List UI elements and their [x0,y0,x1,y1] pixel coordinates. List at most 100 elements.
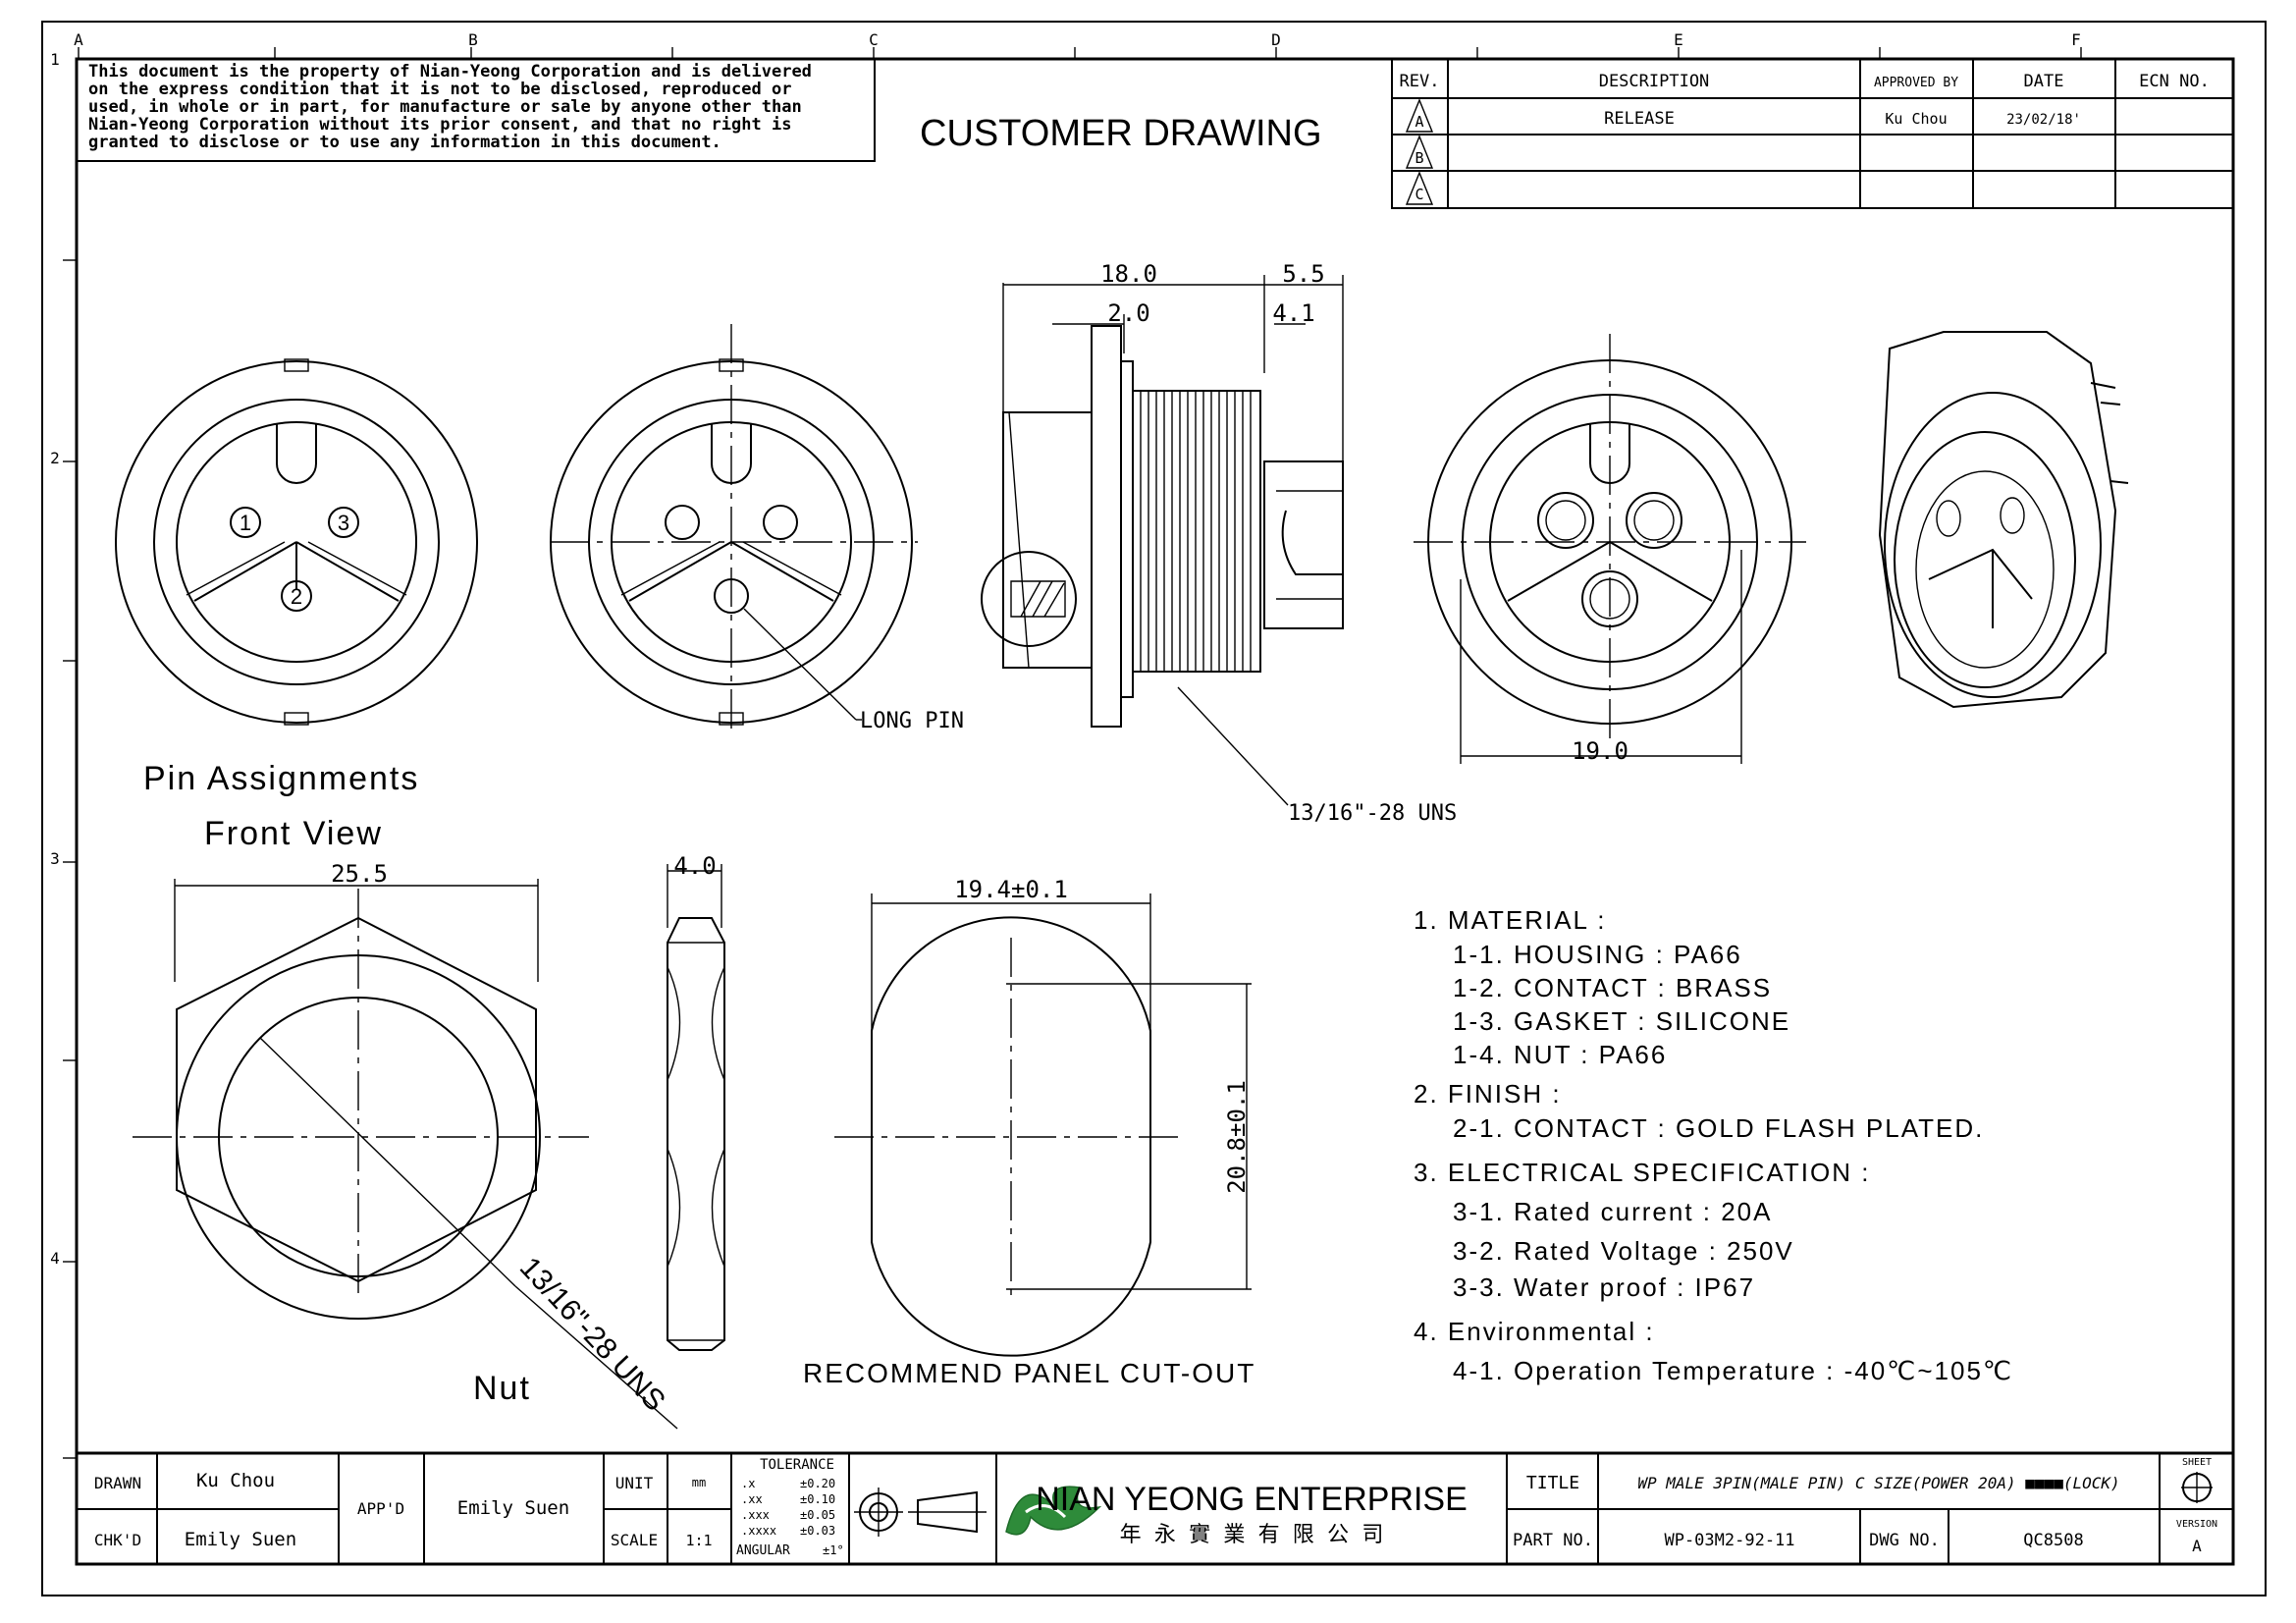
side-view [981,275,1344,806]
note-line: 4. Environmental : [1414,1317,1655,1346]
note-line: 3-3. Water proof : IP67 [1453,1272,1755,1302]
row-number-2: 2 [50,449,60,467]
revision-table: REV. DESCRIPTION APPROVED BY DATE ECN NO… [1391,58,2234,209]
isometric-view [1878,331,2129,709]
rev-header-description: DESCRIPTION [1599,72,1710,91]
side-overall-dim: 18.0 [1100,260,1157,288]
panel-cutout-view [834,893,1252,1357]
appd-value: Emily Suen [457,1497,569,1519]
inner-frame [75,57,2235,1566]
col-letter-e: E [1674,30,1683,49]
pin-1-label: 1 [240,511,251,535]
note-line: 2-1. CONTACT : GOLD FLASH PLATED. [1453,1113,1984,1143]
rev-a-date: 23/02/18' [2006,112,2081,128]
nut-title: Nut [473,1370,531,1407]
disclaimer-line: on the express condition that it is not … [88,80,791,99]
note-line: 1. MATERIAL : [1414,905,1607,935]
side-tip-dim-b: 4.1 [1272,299,1314,327]
rev-b-label: B [1415,149,1423,167]
side-thread-label: 13/16"-28 UNS [1288,801,1457,826]
side-flange-dim: 2.0 [1107,299,1149,327]
unit-label: UNIT [615,1474,654,1492]
cutout-title: RECOMMEND PANEL CUT-OUT [803,1358,1255,1388]
cutout-height-dim: 20.8±0.1 [1223,1080,1251,1194]
part-label: PART NO. [1513,1531,1593,1550]
rev-a-approved: Ku Chou [1885,110,1947,128]
tolerance-value: ±0.05 [800,1508,835,1522]
scale-label: SCALE [611,1531,658,1549]
rear-view-dim: 19.0 [1572,737,1629,765]
disclaimer-box: This document is the property of Nian-Ye… [76,58,876,162]
long-pin-label: LONG PIN [860,709,964,733]
tolerance-value: ±1° [823,1543,844,1557]
rev-a-description: RELEASE [1604,109,1675,129]
row-markers: 1 2 3 4 [50,50,77,1459]
note-line: 3-2. Rated Voltage : 250V [1453,1236,1794,1266]
rear-view [1414,334,1806,764]
tolerance-key: .xxx [741,1508,770,1522]
tolerance-value: ±0.03 [800,1524,835,1538]
row-number-1: 1 [50,50,60,69]
company-name: NIAN YEONG ENTERPRISE [1036,1481,1468,1518]
disclaimer-line: used, in whole or in part, for manufactu… [88,97,802,117]
notes-list: 1. MATERIAL : 1-1. HOUSING : PA66 1-2. C… [1414,905,2011,1385]
tolerance-key: .xxxx [741,1524,776,1538]
rev-header-ecn: ECN NO. [2139,72,2210,91]
pin-assignments-title: Pin Assignments [143,760,419,797]
outer-frame [41,21,2267,1596]
note-line: 1-1. HOUSING : PA66 [1453,940,1742,969]
company-logo-icon [1005,1486,1102,1536]
drawn-label: DRAWN [94,1474,141,1492]
nut-side-view [667,864,725,1351]
col-letter-a: A [74,30,83,49]
col-letter-c: C [869,30,879,49]
drawn-value: Ku Chou [196,1470,275,1491]
version-value: A [2192,1537,2202,1555]
col-letter-d: D [1271,30,1281,49]
nut-thread-label: 13/16"-28 UNS [513,1251,671,1417]
rev-header-rev: REV. [1400,72,1440,91]
pin-2-label: 2 [291,584,302,609]
column-markers: A B C D E F [74,30,2082,59]
col-letter-b: B [468,30,478,49]
note-line: 1-4. NUT : PA66 [1453,1040,1667,1069]
note-line: 3-1. Rated current : 20A [1453,1197,1772,1226]
side-tip-dim-a: 5.5 [1282,260,1324,288]
scale-value: 1:1 [685,1532,712,1549]
tolerance-value: ±0.10 [800,1492,835,1506]
cutout-width-dim: 19.4±0.1 [954,876,1068,903]
rev-header-approved: APPROVED BY [1874,76,1958,90]
tolerance-value: ±0.20 [800,1477,835,1490]
note-line: 1-3. GASKET : SILICONE [1453,1006,1790,1036]
note-line: 1-2. CONTACT : BRASS [1453,973,1772,1002]
unit-value: mm [692,1476,706,1489]
front-view-title: Front View [204,815,383,852]
title-label: TITLE [1526,1473,1579,1493]
tolerance-key: .x [741,1477,755,1490]
rev-c-label: C [1415,186,1423,203]
chkd-label: CHK'D [94,1531,141,1549]
appd-label: APP'D [357,1499,404,1518]
disclaimer-line: granted to disclose or to use any inform… [88,133,721,152]
note-line: 2. FINISH : [1414,1079,1562,1109]
sheet-symbol-icon [2181,1472,2213,1503]
row-number-3: 3 [50,849,60,868]
part-value: WP-03M2-92-11 [1664,1531,1794,1550]
tolerance-key: .xx [741,1492,763,1506]
nut-width-dim: 25.5 [331,860,388,888]
projection-symbol-icon [854,1488,987,1537]
disclaimer-line: Nian-Yeong Corporation without its prior… [88,115,791,135]
title-value: WP MALE 3PIN(MALE PIN) C SIZE(POWER 20A)… [1637,1474,2119,1492]
front-view [550,324,918,731]
company-name-cn: 年 永 實 業 有 限 公 司 [1120,1523,1384,1547]
dwg-label: DWG NO. [1869,1531,1940,1550]
disclaimer-line: This document is the property of Nian-Ye… [88,62,812,81]
title-block: DRAWN Ku Chou CHK'D Emily Suen APP'D Emi… [77,1451,2233,1564]
tolerance-title: TOLERANCE [760,1457,834,1473]
tolerance-key: ANGULAR [736,1543,790,1558]
nut-thickness-dim: 4.0 [673,852,716,880]
row-number-4: 4 [50,1249,60,1268]
pin-3-label: 3 [338,511,349,535]
chkd-value: Emily Suen [185,1529,296,1550]
